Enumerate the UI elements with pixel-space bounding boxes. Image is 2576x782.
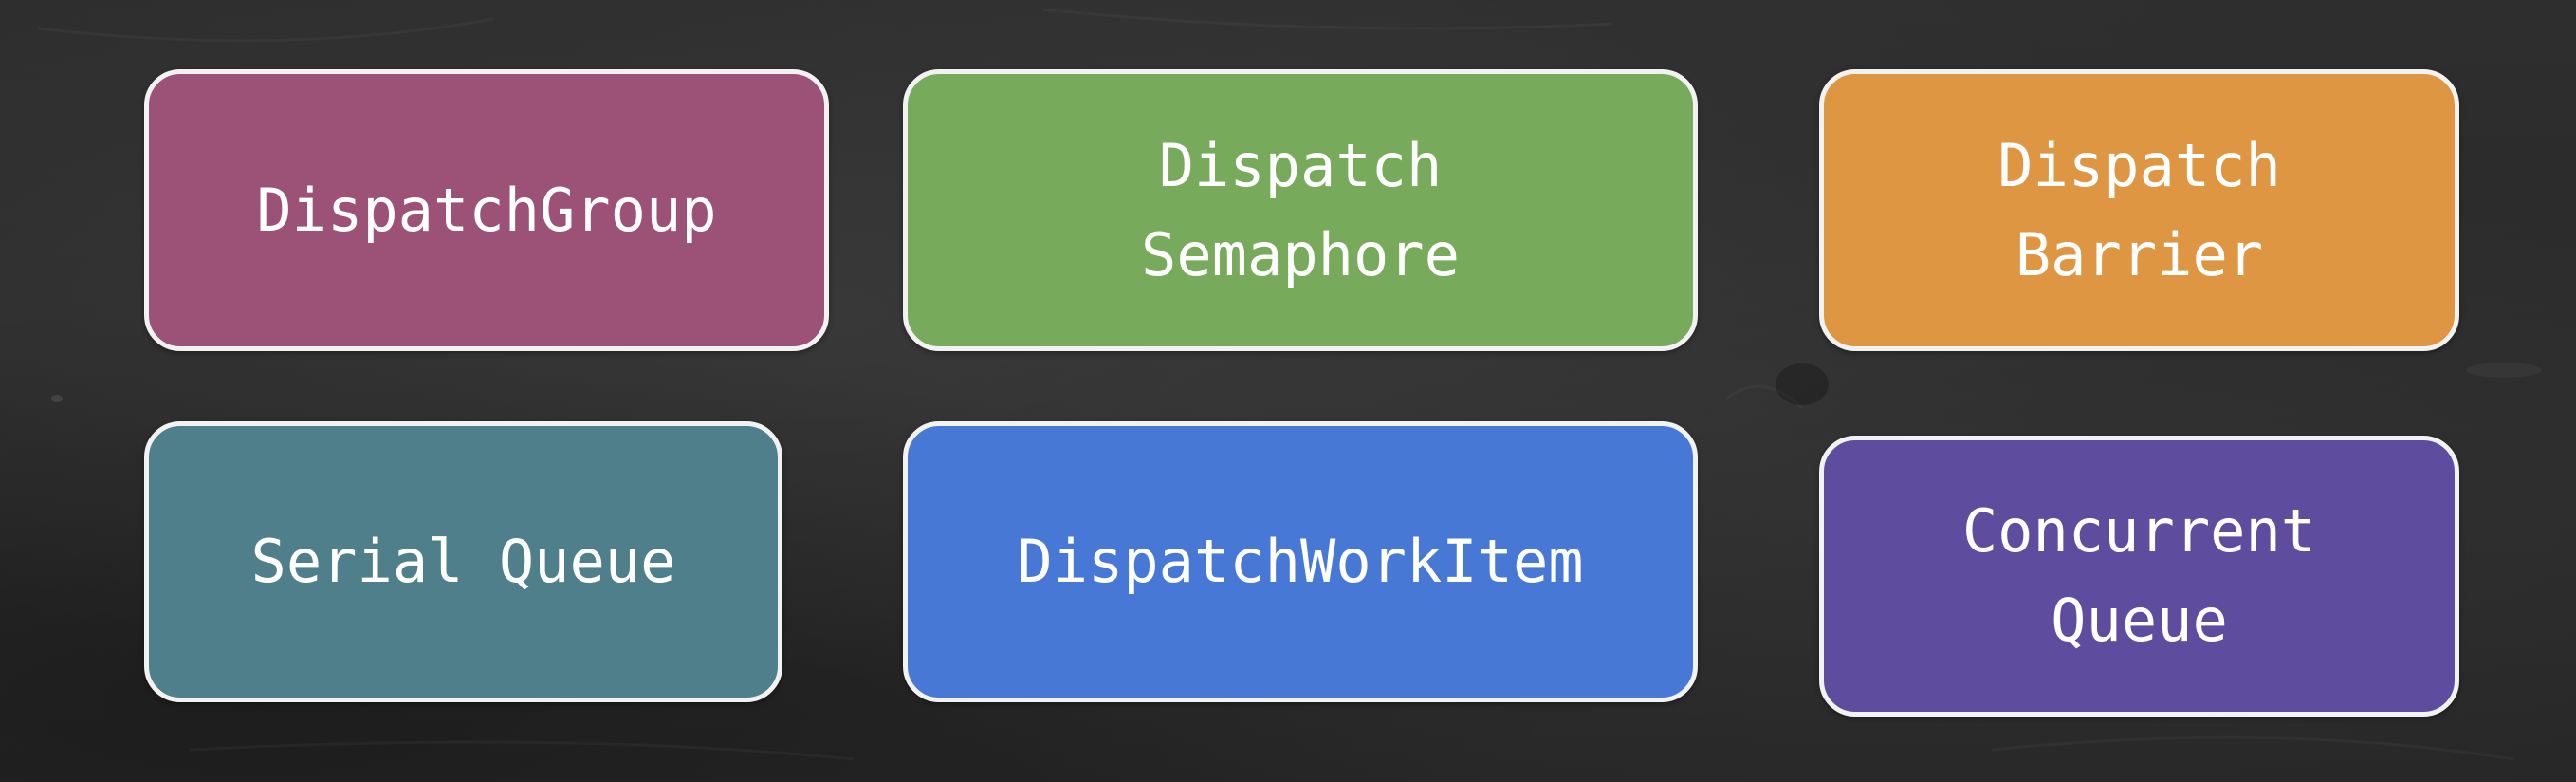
box-label-line: Serial Queue xyxy=(250,527,676,596)
dispatchgroup-box: DispatchGroup xyxy=(144,69,829,351)
box-label-line: Dispatch xyxy=(1997,130,2281,200)
concurrent-queue-box: Concurrent Queue xyxy=(1819,436,2459,717)
dispatch-barrier-box: Dispatch Barrier xyxy=(1819,69,2459,351)
box-label-line: DispatchGroup xyxy=(256,175,717,245)
dispatchworkitem-box: DispatchWorkItem xyxy=(903,421,1698,702)
box-label-line: Barrier xyxy=(2015,219,2264,289)
box-label-line: Concurrent xyxy=(1961,496,2317,566)
box-label-line: DispatchWorkItem xyxy=(1017,527,1584,596)
serial-queue-box: Serial Queue xyxy=(144,421,782,702)
box-label-line: Queue xyxy=(2051,586,2228,655)
dispatch-semaphore-box: Dispatch Semaphore xyxy=(903,69,1698,351)
box-label-line: Semaphore xyxy=(1141,219,1460,289)
box-label-line: Dispatch xyxy=(1158,130,1443,200)
